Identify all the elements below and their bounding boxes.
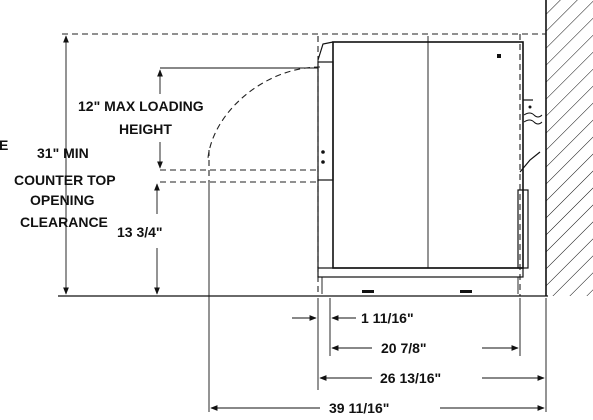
counter-top-label-line4: CLEARANCE bbox=[20, 214, 108, 230]
counter-top-label-line1: 31" MIN bbox=[37, 145, 89, 161]
countertop-outline bbox=[62, 33, 546, 296]
width-dim-4-label: 39 11/16" bbox=[329, 400, 389, 416]
door-swing-arc bbox=[207, 66, 321, 159]
counter-top-label-line2: COUNTER TOP bbox=[14, 172, 116, 188]
max-loading-label-line2: HEIGHT bbox=[119, 121, 172, 137]
loading-height-lines bbox=[160, 169, 318, 183]
dryer-base bbox=[317, 267, 524, 294]
width-dim-2-label: 20 7/8" bbox=[381, 340, 427, 356]
max-loading-label-line1: 12" MAX LOADING bbox=[78, 98, 204, 114]
height-13-3-4-label: 13 3/4" bbox=[117, 224, 163, 240]
width-dim-3-label: 26 13/16" bbox=[380, 370, 441, 386]
max-loading-dimension-line bbox=[157, 67, 318, 169]
horizontal-extension-lines bbox=[208, 182, 547, 412]
wall bbox=[545, 0, 593, 296]
dryer-body bbox=[317, 41, 543, 269]
width-dim-1-label: 1 11/16" bbox=[361, 310, 414, 326]
counter-top-label-line3: OPENING bbox=[30, 192, 95, 208]
partial-left-label: E bbox=[0, 137, 8, 153]
